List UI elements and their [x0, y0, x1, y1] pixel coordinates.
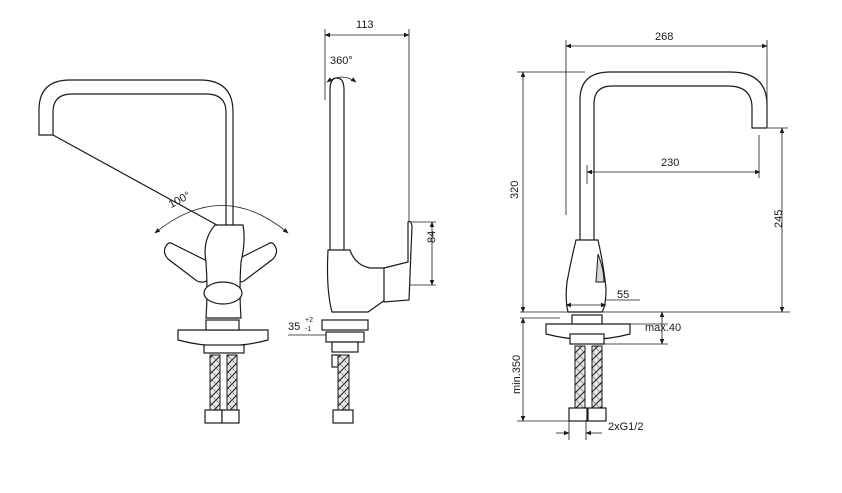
dimension-view: 268 320 230 245 55 max.40 [509, 31, 790, 440]
dim-spout [579, 71, 768, 241]
side-deck-base-label: 35 [288, 321, 300, 333]
side-width-label: 113 [356, 19, 374, 31]
height-label: 320 [509, 181, 521, 199]
side-hose [337, 354, 350, 411]
front-base-ring [205, 319, 240, 331]
front-hose-right [226, 354, 238, 411]
front-spout [38, 79, 234, 231]
side-deck-sup-label: +2 [305, 317, 313, 324]
front-hose-nut-left [204, 409, 223, 424]
side-view: 113 360° 84 35 +2 -1 [288, 19, 438, 424]
dim-hose-left [574, 345, 586, 409]
side-lever-height-label: 84 [426, 231, 438, 243]
side-lever [383, 220, 413, 303]
connection-label: 2xG1/2 [608, 421, 643, 433]
side-deck-plate [321, 319, 369, 331]
base-width-label: 55 [617, 289, 629, 301]
deck-max-label: max.40 [645, 322, 681, 334]
front-view: 100° [38, 79, 289, 424]
side-spout [329, 77, 345, 251]
dim-hose-right [591, 345, 603, 409]
hose-min-label: min.350 [511, 355, 523, 394]
side-body [326, 249, 386, 313]
front-lever-angle-label: 100° [167, 190, 193, 211]
front-body-hub [203, 281, 243, 305]
side-swivel-arc [326, 76, 357, 83]
front-lever-arc [154, 205, 289, 234]
front-deck-plate [177, 329, 269, 347]
side-deck-sub-label: -1 [305, 326, 311, 333]
side-swivel-label: 360° [330, 55, 353, 67]
total-width-label: 268 [655, 31, 673, 43]
reach-label: 230 [661, 157, 679, 169]
front-shank-nut [203, 344, 245, 354]
spout-height-label: 245 [773, 210, 785, 228]
front-hose-nut-right [221, 409, 240, 424]
side-hose-nut [332, 409, 354, 424]
front-hose-left [209, 354, 221, 411]
